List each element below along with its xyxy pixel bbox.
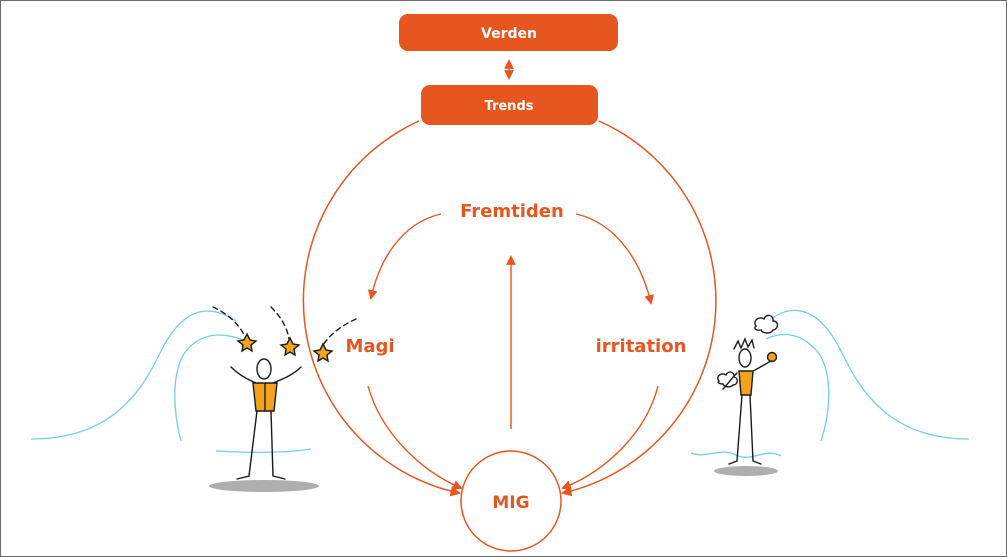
arrow-irritation-to-mig [561,385,659,490]
label-magi: Magi [345,336,394,357]
label-mig: MIG [492,493,529,513]
verden-box [399,14,618,51]
shadow-right [714,466,778,476]
shadow-left [209,480,319,492]
arrow-future-to-magi [367,213,442,300]
trends-box [421,85,598,125]
cycle-left-arc [302,120,462,497]
wave-right [690,309,970,458]
arrow-future-to-irritation [575,213,654,305]
label-irritation: irritation [596,336,687,357]
arrow-magi-to-mig [367,385,463,490]
cycle-right-arc [560,120,717,497]
trends-label: Trends [485,99,534,114]
label-fremtiden: Fremtiden [460,201,564,222]
wave-left [30,310,312,453]
frustrated-person-icon [717,314,779,465]
verden-label: Verden [481,26,537,42]
amazed-person-icon [212,306,357,480]
mig-circle [460,450,562,552]
